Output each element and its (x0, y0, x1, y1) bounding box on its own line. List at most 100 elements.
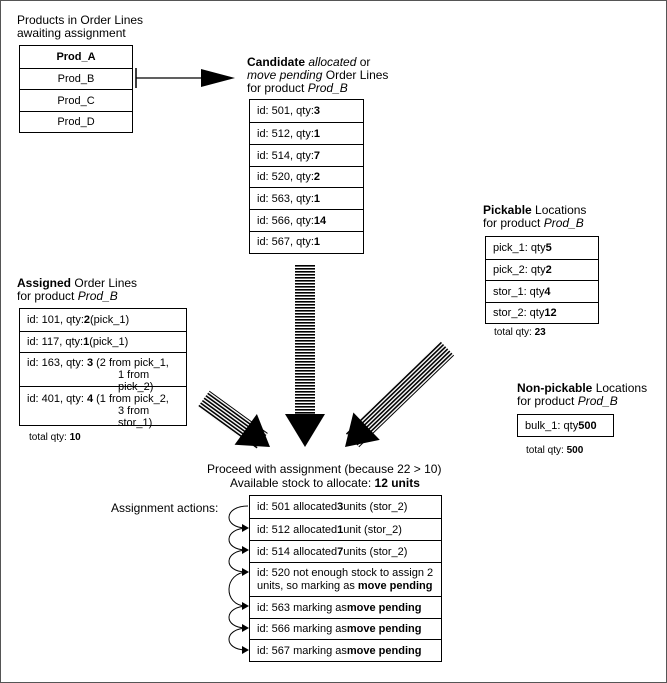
row-detail-line2: 3 from stor_1) (118, 405, 153, 429)
row-text: bulk_1: qty (525, 419, 579, 432)
list-item: Prod_A (56, 51, 96, 63)
row-text: id: 514, qty: (257, 149, 314, 162)
assigned-diagonal-arrow (197, 390, 270, 450)
row-text: id: 101, qty: (27, 314, 84, 326)
pickable-diagonal-arrow (345, 341, 455, 448)
candidate-title: Candidate allocated or move pending Orde… (247, 56, 388, 95)
total-value: 500 (566, 445, 584, 456)
row-qty: 7 (313, 149, 320, 162)
list-item: id: 514 allocated 7 units (stor_2) (250, 540, 441, 562)
row-text: id: 520, qty: (257, 171, 314, 183)
row-text: id: 163, qty: (27, 357, 87, 369)
list-item: Prod_D (20, 111, 132, 132)
assigned-title: Assigned Order Lines for product Prod_B (17, 277, 137, 303)
list-item: id: 501, qty: 3 (250, 100, 363, 122)
list-item: Prod_C (20, 89, 132, 111)
row-text: pick_1: qty (493, 242, 546, 254)
pickable-title-rest: Locations (535, 203, 587, 217)
list-item: stor_2: qty 12 (486, 302, 598, 323)
row-detail: (pick_1) (89, 336, 129, 348)
row-detail: (1 from pick_2, (93, 393, 169, 405)
total-label: total qty: (29, 432, 70, 443)
assigned-product: Prod_B (77, 289, 118, 303)
candidate-title-bold: Candidate (247, 55, 306, 69)
row-text: id: 520 not enough stock to assign 2 (257, 566, 434, 579)
row-text: id: 501, qty: (257, 105, 314, 117)
action-loop-arrows (228, 505, 249, 651)
row-qty: 1 (313, 236, 320, 248)
row-text2: units, so marking as (257, 579, 358, 592)
row-bold: move pending (346, 623, 422, 635)
row-bold: 1 (337, 523, 344, 536)
nonpickable-list: bulk_1: qty 500 (517, 414, 614, 437)
prod-b-arrow (135, 68, 235, 88)
row-text2: units (stor_2) (343, 501, 408, 513)
row-qty: 2 (83, 314, 90, 326)
row-qty: 1 (313, 127, 320, 140)
row-text: stor_1: qty (493, 285, 545, 298)
candidate-title-rest: Order Lines (325, 68, 389, 82)
row-bold: 7 (337, 545, 344, 558)
row-detail: (pick_1) (90, 314, 130, 326)
assigned-title-line2: for product (17, 289, 75, 303)
row-qty: 1 (313, 192, 320, 205)
row-text: id: 566, qty: (257, 214, 314, 227)
total-label: total qty: (526, 445, 567, 456)
row-detail: (2 from pick_1, (93, 357, 169, 369)
candidate-title-line3: for product (247, 81, 305, 95)
row-text: id: 563, qty: (257, 192, 314, 205)
actions-label: Assignment actions: (111, 501, 219, 515)
list-item: id: 163, qty: 3 (2 from pick_1, 1 from p… (20, 352, 186, 393)
nonpickable-title-line2: for product (517, 394, 575, 408)
candidate-list: id: 501, qty: 3 id: 512, qty: 1 id: 514,… (249, 99, 364, 254)
list-item: id: 520 not enough stock to assign 2 uni… (250, 562, 441, 596)
candidate-down-arrow (285, 265, 325, 447)
nonpickable-total: total qty: 500 (526, 445, 583, 456)
products-title-line2: awaiting assignment (17, 26, 126, 40)
row-bold: move pending (357, 579, 433, 592)
products-title-line1: Products in Order Lines (17, 13, 144, 27)
row-text: id: 563 marking as (257, 601, 347, 614)
assigned-title-rest: Order Lines (74, 276, 138, 290)
proceed-line2-text: Available stock to allocate: (230, 476, 375, 490)
proceed-line2: Available stock to allocate: 12 units (230, 477, 420, 490)
row-text: id: 512, qty: (257, 127, 314, 140)
row-qty: 2 (545, 264, 552, 276)
products-list: Prod_A Prod_B Prod_C Prod_D (19, 45, 133, 133)
list-item: id: 567 marking as move pending (250, 639, 441, 661)
row-text: id: 514 allocated (257, 545, 338, 558)
candidate-title-italic1: allocated (308, 55, 357, 69)
row-qty: 4 (86, 393, 94, 405)
total-value: 23 (534, 327, 546, 338)
list-item: pick_2: qty 2 (486, 259, 598, 280)
row-text: id: 117, qty: (27, 336, 84, 348)
total-label: total qty: (494, 327, 535, 338)
nonpickable-title-bold: Non-pickable (517, 381, 593, 395)
assigned-total: total qty: 10 (29, 432, 81, 443)
row-text2: units (stor_2) (343, 545, 408, 558)
list-item: id: 520, qty: 2 (250, 166, 363, 187)
row-text: id: 512 allocated (257, 523, 338, 536)
row-qty: 500 (578, 419, 597, 432)
pickable-title-line2: for product (483, 216, 541, 230)
candidate-title-or: or (359, 55, 371, 69)
list-item: id: 563 marking as move pending (250, 596, 441, 618)
row-qty: 3 (313, 105, 320, 117)
proceed-line2-bold: 12 units (374, 476, 420, 490)
candidate-product: Prod_B (307, 81, 348, 95)
row-bold: 3 (337, 501, 344, 513)
pickable-total: total qty: 23 (494, 327, 546, 338)
action-loop-arrowheads (242, 524, 249, 654)
row-bold: move pending (346, 601, 422, 614)
list-item: id: 566, qty: 14 (250, 209, 363, 231)
nonpickable-title: Non-pickable Locations for product Prod_… (517, 382, 647, 408)
proceed-line1: Proceed with assignment (because 22 > 10… (207, 462, 442, 476)
row-text: id: 501 allocated (257, 501, 338, 513)
row-qty: 3 (86, 357, 94, 369)
candidate-title-italic2: move pending (247, 68, 323, 82)
list-item: Prod_B (20, 68, 132, 89)
assigned-list: id: 101, qty: 2 (pick_1) id: 117, qty: 1… (19, 308, 187, 429)
list-item: id: 512, qty: 1 (250, 122, 363, 144)
